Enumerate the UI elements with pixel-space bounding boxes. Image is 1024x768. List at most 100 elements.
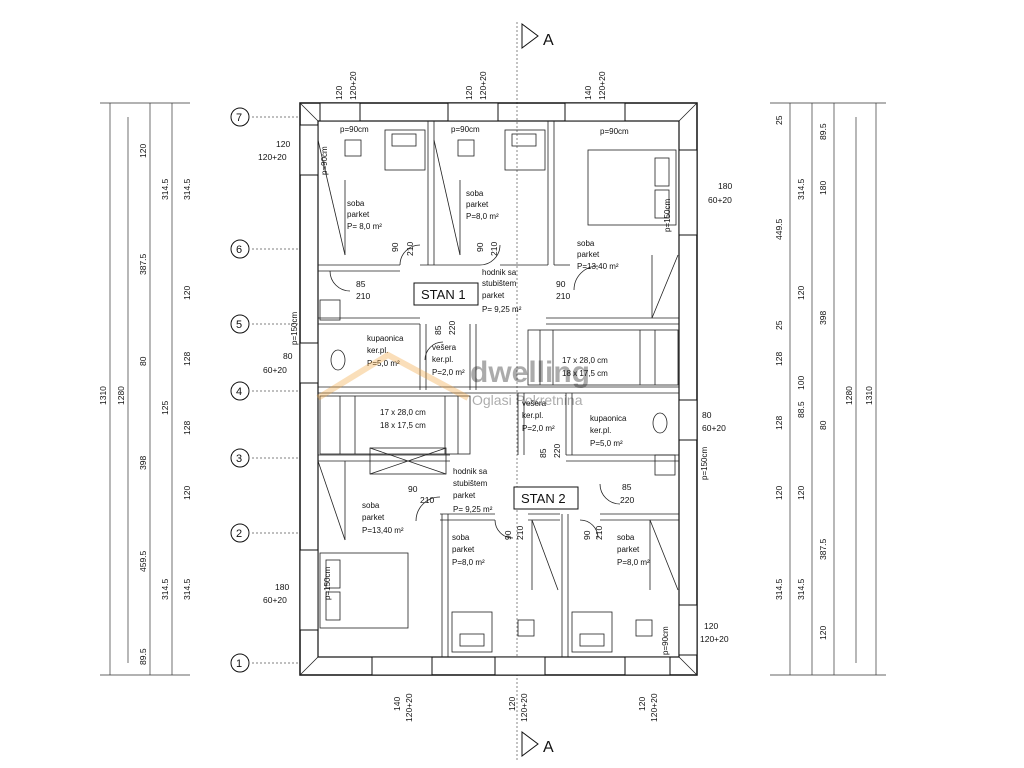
svg-text:180: 180 [718, 181, 732, 191]
room-5-floor: ker.pl. [367, 346, 388, 355]
svg-text:1280: 1280 [844, 386, 854, 405]
svg-text:180: 180 [818, 181, 828, 195]
svg-text:120+20: 120+20 [478, 71, 488, 100]
room-3-name: soba [577, 239, 595, 248]
stair-labels: 17 x 28,0 cm 18 x 17,5 cm 17 x 28,0 cm 1… [380, 356, 608, 430]
room-10-extra: parket [453, 491, 476, 500]
svg-text:210: 210 [515, 526, 525, 540]
svg-text:210: 210 [405, 242, 415, 256]
room-5-area: P=5,0 m² [367, 359, 400, 368]
svg-text:85: 85 [622, 482, 632, 492]
svg-text:60+20: 60+20 [708, 195, 732, 205]
room-3-floor: parket [577, 250, 600, 259]
svg-text:120: 120 [796, 486, 806, 500]
svg-text:120: 120 [796, 286, 806, 300]
svg-text:p=90cm: p=90cm [451, 125, 480, 134]
room-12-floor: parket [617, 545, 640, 554]
windows [299, 102, 698, 676]
svg-text:140: 140 [392, 697, 402, 711]
room-3-area: P=13,40 m² [577, 262, 619, 271]
axis-grid [252, 116, 300, 664]
axis-label-6: 6 [236, 244, 242, 256]
svg-text:100: 100 [796, 376, 806, 390]
svg-text:80: 80 [138, 356, 148, 366]
room-1-area: P= 8,0 m² [347, 222, 382, 231]
room-4-name: hodnik sa [482, 268, 517, 277]
svg-text:180: 180 [275, 582, 289, 592]
svg-text:120: 120 [507, 697, 517, 711]
room-10-name: hodnik sa [453, 467, 488, 476]
svg-text:25: 25 [774, 320, 784, 330]
svg-text:314.5: 314.5 [182, 178, 192, 200]
svg-text:387.5: 387.5 [818, 538, 828, 560]
svg-text:120: 120 [276, 139, 290, 149]
room-11-area: P=8,0 m² [452, 558, 485, 567]
watermark-logo: dwelling Oglasi Pokretnina [316, 351, 590, 408]
section-marker-bottom: A [521, 731, 554, 757]
watermark-subtext: Oglasi Pokretnina [472, 392, 583, 408]
svg-text:220: 220 [620, 495, 634, 505]
room-10-floor: stubištem [453, 479, 488, 488]
axis-label-7: 7 [236, 112, 242, 124]
svg-text:25: 25 [774, 115, 784, 125]
svg-text:210: 210 [420, 495, 434, 505]
svg-text:90: 90 [556, 279, 566, 289]
svg-text:120+20: 120+20 [258, 152, 287, 162]
svg-text:85: 85 [433, 325, 443, 335]
bed-icons [319, 129, 677, 653]
svg-text:60+20: 60+20 [702, 423, 726, 433]
watermark-text: dwelling [470, 356, 590, 389]
svg-text:398: 398 [818, 311, 828, 325]
room-12-area: P=8,0 m² [617, 558, 650, 567]
room-labels: soba parket P= 8,0 m² soba parket P=8,0 … [347, 189, 650, 567]
room-1-name: soba [347, 199, 365, 208]
svg-text:210: 210 [594, 526, 604, 540]
window-labels: 120 120+20 120 120+20 140 120+20 120 120… [258, 71, 732, 722]
stan-2-label: STAN 2 [521, 491, 566, 506]
svg-text:387.5: 387.5 [138, 253, 148, 275]
svg-text:314.5: 314.5 [774, 578, 784, 600]
svg-text:p=90cm: p=90cm [661, 626, 670, 655]
stair-2-line2: 18 x 17,5 cm [380, 421, 426, 430]
svg-text:459.5: 459.5 [138, 550, 148, 572]
stan-1-label: STAN 1 [421, 287, 466, 302]
room-7-floor: ker.pl. [522, 411, 543, 420]
svg-text:p=150cm: p=150cm [323, 567, 332, 600]
svg-text:p=90cm: p=90cm [340, 125, 369, 134]
svg-text:120+20: 120+20 [649, 693, 659, 722]
svg-text:80: 80 [818, 420, 828, 430]
door-dimensions: 90 210 90 210 90 210 85 210 85 220 85 22… [356, 242, 634, 540]
interior-walls [317, 121, 679, 657]
svg-text:120+20: 120+20 [519, 693, 529, 722]
svg-text:210: 210 [356, 291, 370, 301]
svg-text:89.5: 89.5 [818, 123, 828, 140]
svg-text:125: 125 [160, 401, 170, 415]
apartment-labels: STAN 1 STAN 2 [413, 282, 579, 510]
axis-label-2: 2 [236, 528, 242, 540]
svg-text:314.5: 314.5 [182, 578, 192, 600]
svg-text:p=90cm: p=90cm [600, 127, 629, 136]
svg-text:120+20: 120+20 [597, 71, 607, 100]
room-9-floor: parket [362, 513, 385, 522]
axis-markers: 7 6 5 4 3 2 1 [230, 107, 250, 673]
bathroom-fixtures [319, 299, 676, 476]
section-label-top: A [543, 32, 554, 49]
svg-text:120: 120 [182, 286, 192, 300]
room-11-name: soba [452, 533, 470, 542]
room-9-name: soba [362, 501, 380, 510]
room-2-area: P=8,0 m² [466, 212, 499, 221]
room-8-floor: ker.pl. [590, 426, 611, 435]
svg-text:60+20: 60+20 [263, 365, 287, 375]
svg-text:120: 120 [182, 486, 192, 500]
svg-text:80: 80 [283, 351, 293, 361]
svg-text:220: 220 [447, 321, 457, 335]
svg-text:314.5: 314.5 [160, 578, 170, 600]
section-marker-top: A [516, 22, 554, 760]
svg-text:128: 128 [182, 352, 192, 366]
svg-text:p=150cm: p=150cm [663, 199, 672, 232]
svg-text:120: 120 [464, 86, 474, 100]
svg-text:85: 85 [538, 448, 548, 458]
svg-text:120: 120 [138, 144, 148, 158]
room-8-area: P=5,0 m² [590, 439, 623, 448]
room-5-name: kupaonica [367, 334, 404, 343]
